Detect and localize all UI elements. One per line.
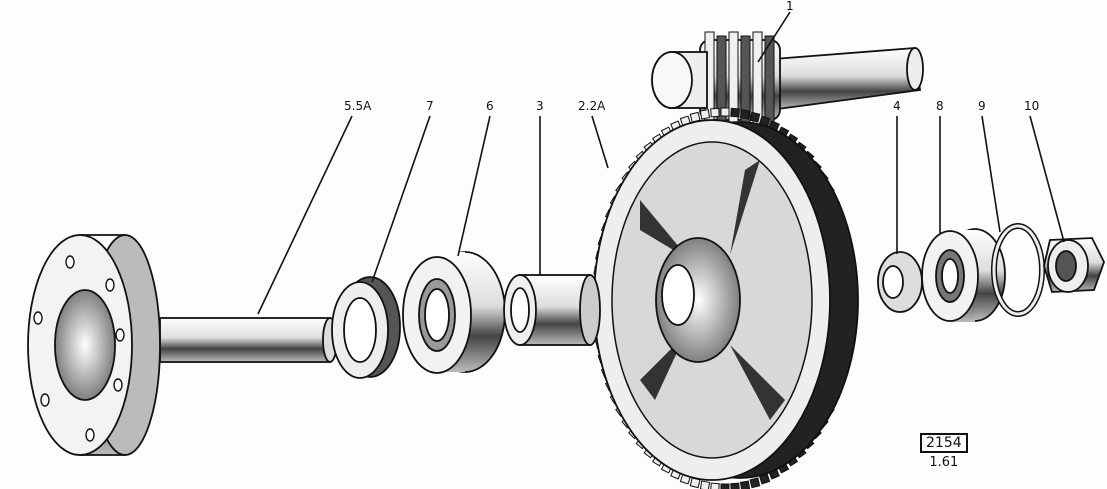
gear-tooth — [720, 107, 730, 117]
pinion-tooth — [716, 35, 727, 133]
crown-gear-part-2-2a — [592, 107, 859, 489]
callout-6: 6 — [486, 99, 494, 113]
gear-tooth — [739, 109, 751, 120]
flange-shaft-part-5-5a — [27, 234, 338, 456]
callout-9: 9 — [978, 99, 986, 113]
gear-tooth — [710, 107, 720, 118]
callout-4: 4 — [893, 99, 901, 113]
washer-part-4 — [877, 251, 923, 313]
gear-tooth — [710, 482, 720, 489]
callout-7: 7 — [426, 99, 434, 113]
callout-5-5a: 5.5A — [344, 99, 372, 113]
bearing-part-6 — [402, 251, 506, 374]
gear-tooth — [699, 480, 711, 489]
callout-1: 1 — [786, 0, 794, 13]
callout-3: 3 — [536, 99, 544, 113]
pinion-shaft-part-1 — [651, 31, 924, 133]
plate-number: 2154 — [920, 433, 968, 453]
gear-tooth — [730, 482, 740, 489]
gear-tooth — [730, 107, 740, 118]
leader-lines — [257, 11, 1065, 315]
gear-tooth — [720, 483, 730, 489]
gear-tooth — [739, 480, 751, 489]
plate-date: 1.61 — [929, 455, 959, 470]
callout-10: 10 — [1024, 99, 1039, 113]
bearing-part-8 — [921, 228, 1006, 322]
gear-tooth — [749, 477, 761, 489]
ring-part-7 — [331, 276, 401, 379]
gear-tooth — [749, 111, 761, 123]
sleeve-part-3 — [503, 274, 601, 346]
nut-part-10 — [1043, 237, 1105, 293]
plate-reference: 2154 1.61 — [920, 432, 968, 470]
ring-part-9 — [991, 223, 1045, 317]
gear-tooth — [699, 109, 711, 120]
callout-8: 8 — [936, 99, 944, 113]
callout-2-2a: 2.2A — [578, 99, 606, 113]
